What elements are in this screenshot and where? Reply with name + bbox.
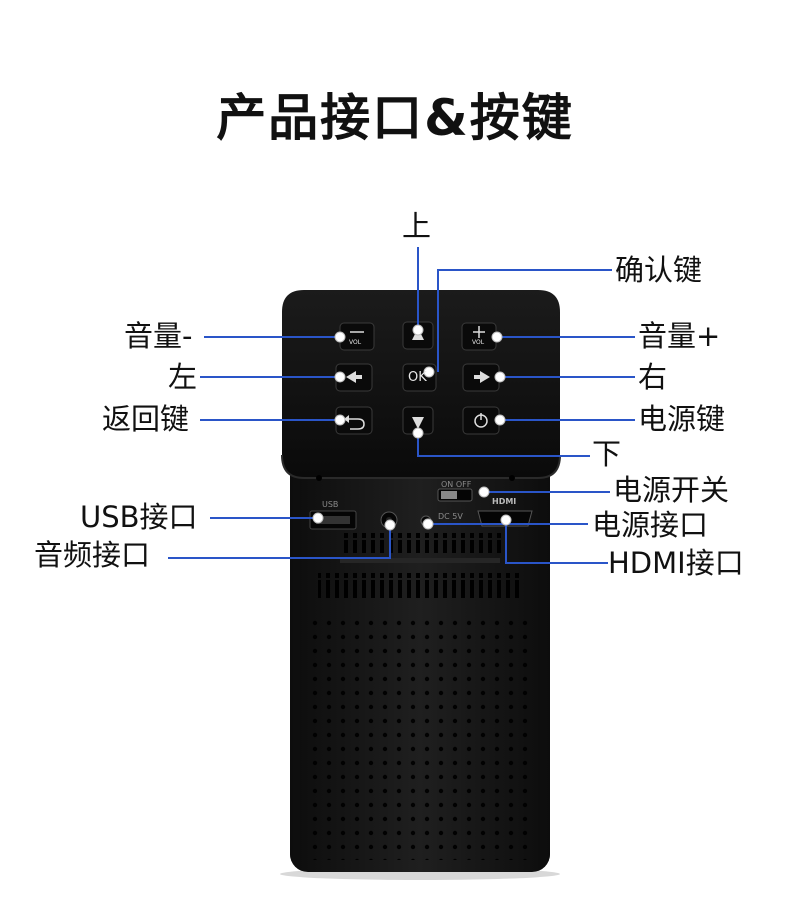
label-audio-port: 音频接口 — [34, 538, 151, 572]
label-right: 右 — [638, 360, 668, 394]
return-icon — [348, 418, 365, 430]
label-power-key: 电源键 — [638, 402, 726, 436]
label-hdmi-port: HDMI接口 — [608, 546, 744, 580]
speaker-grill — [304, 612, 536, 860]
on-off-caption: ON OFF — [441, 480, 472, 489]
label-up: 上 — [402, 209, 432, 243]
label-vol-plus: 音量+ — [638, 319, 721, 353]
power-button[interactable] — [462, 406, 500, 435]
label-power-switch: 电源开关 — [613, 473, 730, 507]
ok-caption: OK — [408, 370, 427, 385]
callout-dots — [312, 324, 512, 531]
label-left: 左 — [168, 360, 198, 394]
label-back-key: 返回键 — [102, 402, 190, 436]
triangle-right-icon — [480, 371, 490, 383]
vol-minus-caption: VOL — [349, 339, 362, 346]
vent-slots-top — [342, 533, 502, 553]
usb-caption: USB — [322, 500, 339, 509]
label-vol-minus: 音量- — [124, 319, 193, 353]
triangle-down-icon — [412, 417, 424, 429]
triangle-left-icon — [346, 371, 356, 383]
label-usb-port: USB接口 — [80, 500, 198, 534]
label-ok-key: 确认键 — [615, 253, 703, 287]
vent-slots-mid — [318, 573, 524, 599]
hdmi-caption: HDMI — [492, 497, 517, 506]
dc-caption: DC 5V — [438, 512, 463, 521]
vol-plus-caption: VOL — [472, 339, 485, 346]
label-down: 下 — [592, 437, 622, 471]
label-power-port: 电源接口 — [592, 508, 709, 542]
device-body — [280, 440, 560, 880]
page-title: 产品接口&按键 — [216, 89, 574, 147]
